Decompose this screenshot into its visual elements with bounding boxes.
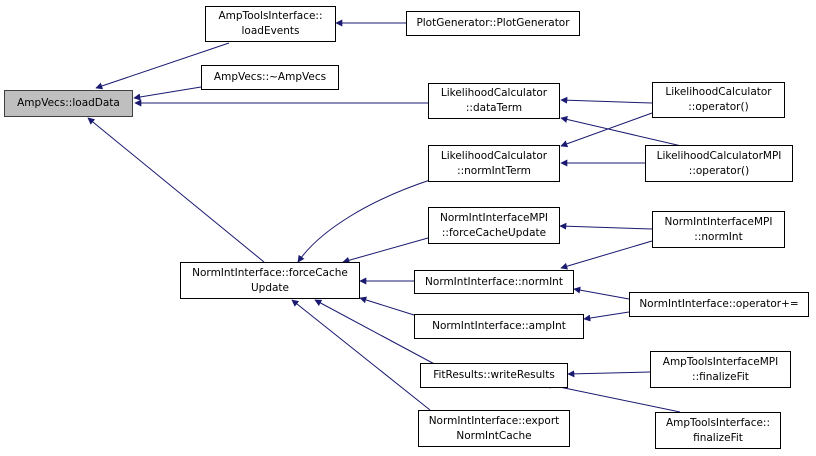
edge-atifinal-to-writeresults: [544, 381, 681, 413]
edge-lcoperator-to-dataterm: [560, 96, 653, 104]
edge-nimpi-forcecache-to-forcecache: [342, 237, 429, 264]
node-normintinterface-normint[interactable]: NormIntInterface::normInt: [414, 270, 574, 294]
edge-nimpi-normint-to-normint: [560, 240, 653, 270]
node-normintinterfacempi-forcecacheupdate[interactable]: NormIntInterfaceMPI ::forceCacheUpdate: [428, 207, 560, 244]
edge-loadevents-to-loaddata: [95, 42, 230, 90]
node-normintinterface-exportnormintcache[interactable]: NormIntInterface::export NormIntCache: [418, 410, 570, 447]
node-amptoolsinterface-loadevents[interactable]: AmpToolsInterface:: loadEvents: [205, 6, 336, 42]
edge-writeresults-to-forcecache: [314, 299, 441, 368]
edge-lcmpi-to-dataterm: [560, 116, 691, 149]
edge-lcoperator-to-normintterm: [560, 112, 653, 148]
node-likelihoodcalculatormpi-operator[interactable]: LikelihoodCalculatorMPI ::operator(): [645, 145, 793, 182]
node-fitresults-writeresults[interactable]: FitResults::writeResults: [420, 363, 568, 388]
node-normintinterface-ampint[interactable]: NormIntInterface::ampInt: [414, 314, 584, 339]
edge-ampvecs-dtor-to-loaddata: [133, 86, 202, 101]
edge-opplus-to-normint: [573, 286, 630, 300]
node-plotgenerator-plotgenerator[interactable]: PlotGenerator::PlotGenerator: [406, 11, 580, 36]
edge-export-to-forcecache: [291, 299, 431, 411]
node-likelihoodcalculator-normintterm[interactable]: LikelihoodCalculator ::normIntTerm: [428, 145, 560, 182]
edge-opplus-to-ampint: [583, 311, 630, 322]
node-amptoolsinterfacempi-finalizefit[interactable]: AmpToolsInterfaceMPI ::finalizeFit: [650, 351, 791, 388]
node-normintinterface-operator-plus-equals[interactable]: NormIntInterface::operator+=: [629, 292, 809, 317]
edge-normintterm-to-forcecache: [297, 179, 431, 263]
node-ampvecs-loaddata: AmpVecs::loadData: [4, 90, 133, 117]
edge-ampint-to-forcecache: [359, 296, 415, 316]
node-likelihoodcalculator-dataterm[interactable]: LikelihoodCalculator ::dataTerm: [428, 83, 560, 119]
node-likelihoodcalculator-operator[interactable]: LikelihoodCalculator ::operator(): [652, 82, 785, 118]
node-ampvecs-destructor[interactable]: AmpVecs::~AmpVecs: [201, 65, 339, 90]
edge-nimpi-normint-to-forcecache: [559, 222, 653, 230]
node-normintinterface-forcecacheupdate[interactable]: NormIntInterface::forceCache Update: [180, 262, 360, 299]
node-normintinterfacempi-normint[interactable]: NormIntInterfaceMPI ::normInt: [652, 211, 785, 248]
edge-forcecache-to-loaddata: [87, 117, 265, 263]
node-amptoolsinterface-finalizefit[interactable]: AmpToolsInterface:: finalizeFit: [655, 412, 781, 449]
edge-atimpi-to-writeresults: [567, 370, 651, 378]
